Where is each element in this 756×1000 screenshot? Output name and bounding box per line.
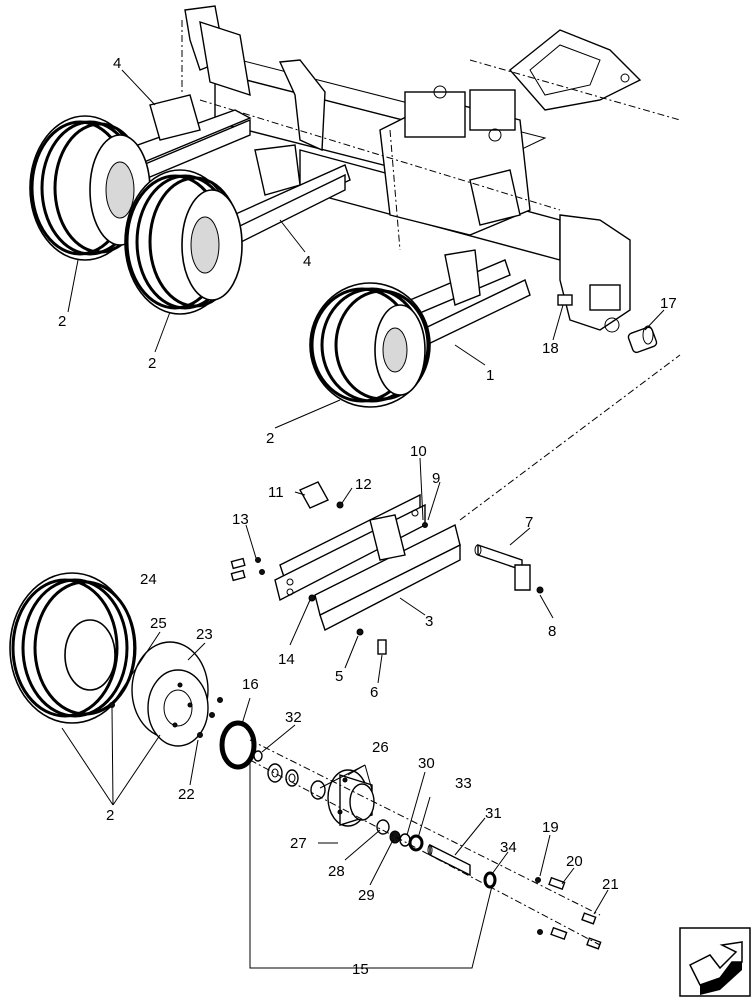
callout-6: 6 xyxy=(370,684,378,701)
callout-32: 32 xyxy=(285,709,302,726)
bushing-17 xyxy=(627,325,658,354)
nuts-22 xyxy=(197,697,223,738)
axle-7 xyxy=(474,544,531,591)
washer-34 xyxy=(483,871,497,889)
washer-29 xyxy=(389,830,401,844)
pin-11 xyxy=(299,481,329,509)
callout-1: 1 xyxy=(486,367,494,384)
callout-14: 14 xyxy=(278,651,295,668)
callout-25: 25 xyxy=(150,615,167,632)
seal-28 xyxy=(376,819,390,835)
seal-32 xyxy=(253,750,263,762)
callout-10: 10 xyxy=(410,443,427,460)
callout-26: 26 xyxy=(372,739,389,756)
callout-12: 12 xyxy=(355,476,372,493)
callout-11: 11 xyxy=(268,484,284,501)
callout-20: 20 xyxy=(566,853,583,870)
callout-18: 18 xyxy=(542,340,559,357)
callout-27: 27 xyxy=(290,835,307,852)
callout-19: 19 xyxy=(542,819,559,836)
tire-left-rear xyxy=(29,115,151,261)
callout-labels: 4 2 2 4 2 1 18 17 10 9 11 12 13 7 8 3 14… xyxy=(58,55,677,978)
callout-31: 31 xyxy=(485,805,502,822)
rim-23 xyxy=(131,641,209,747)
callout-34: 34 xyxy=(500,839,517,856)
axle-centerline-a xyxy=(249,739,601,916)
nut-9 xyxy=(422,522,428,528)
next-page-arrow-icon[interactable] xyxy=(679,927,751,997)
callout-2b: 2 xyxy=(148,355,156,372)
bolt-6 xyxy=(377,639,387,655)
callout-16: 16 xyxy=(242,676,259,693)
callout-2c: 2 xyxy=(266,430,274,447)
callout-5: 5 xyxy=(335,668,343,685)
callout-33: 33 xyxy=(455,775,472,792)
ring-33 xyxy=(408,834,424,852)
seal-16 xyxy=(219,720,257,770)
callout-2a: 2 xyxy=(58,313,66,330)
tire-left-front xyxy=(124,169,243,315)
bolt-8 xyxy=(536,586,544,594)
callout-23: 23 xyxy=(196,626,213,643)
bolt-12 xyxy=(336,501,344,509)
callout-30: 30 xyxy=(418,755,435,772)
leader-lines xyxy=(61,69,665,969)
callout-28: 28 xyxy=(328,863,345,880)
bolts-13 xyxy=(230,557,265,582)
arm-assembly-3 xyxy=(274,493,461,631)
hub-27 xyxy=(327,769,375,827)
callout-22: 22 xyxy=(178,786,195,803)
centerline xyxy=(459,354,681,521)
stud-25 xyxy=(109,702,115,708)
callout-21: 21 xyxy=(602,876,619,893)
bearing-cups-26 xyxy=(267,763,326,800)
callout-2d: 2 xyxy=(106,807,114,824)
callout-24: 24 xyxy=(140,571,157,588)
callout-3: 3 xyxy=(425,613,433,630)
tire-right xyxy=(309,282,431,408)
nut-14 xyxy=(308,594,316,602)
callout-13: 13 xyxy=(232,511,249,528)
callout-29: 29 xyxy=(358,887,375,904)
axle-centerline-b xyxy=(249,759,601,946)
tire-24 xyxy=(9,572,137,724)
bolt-18 xyxy=(557,294,573,306)
bolts-19-21 xyxy=(535,876,602,950)
callout-4b: 4 xyxy=(303,253,311,270)
callout-9: 9 xyxy=(432,470,440,487)
callout-8: 8 xyxy=(548,623,556,640)
callout-17: 17 xyxy=(660,295,677,312)
nut-5 xyxy=(356,628,364,636)
callout-7: 7 xyxy=(525,514,533,531)
callout-4a: 4 xyxy=(113,55,121,72)
spindle-31 xyxy=(427,843,471,877)
callout-15: 15 xyxy=(352,961,369,978)
toolbar-frame xyxy=(181,5,681,333)
